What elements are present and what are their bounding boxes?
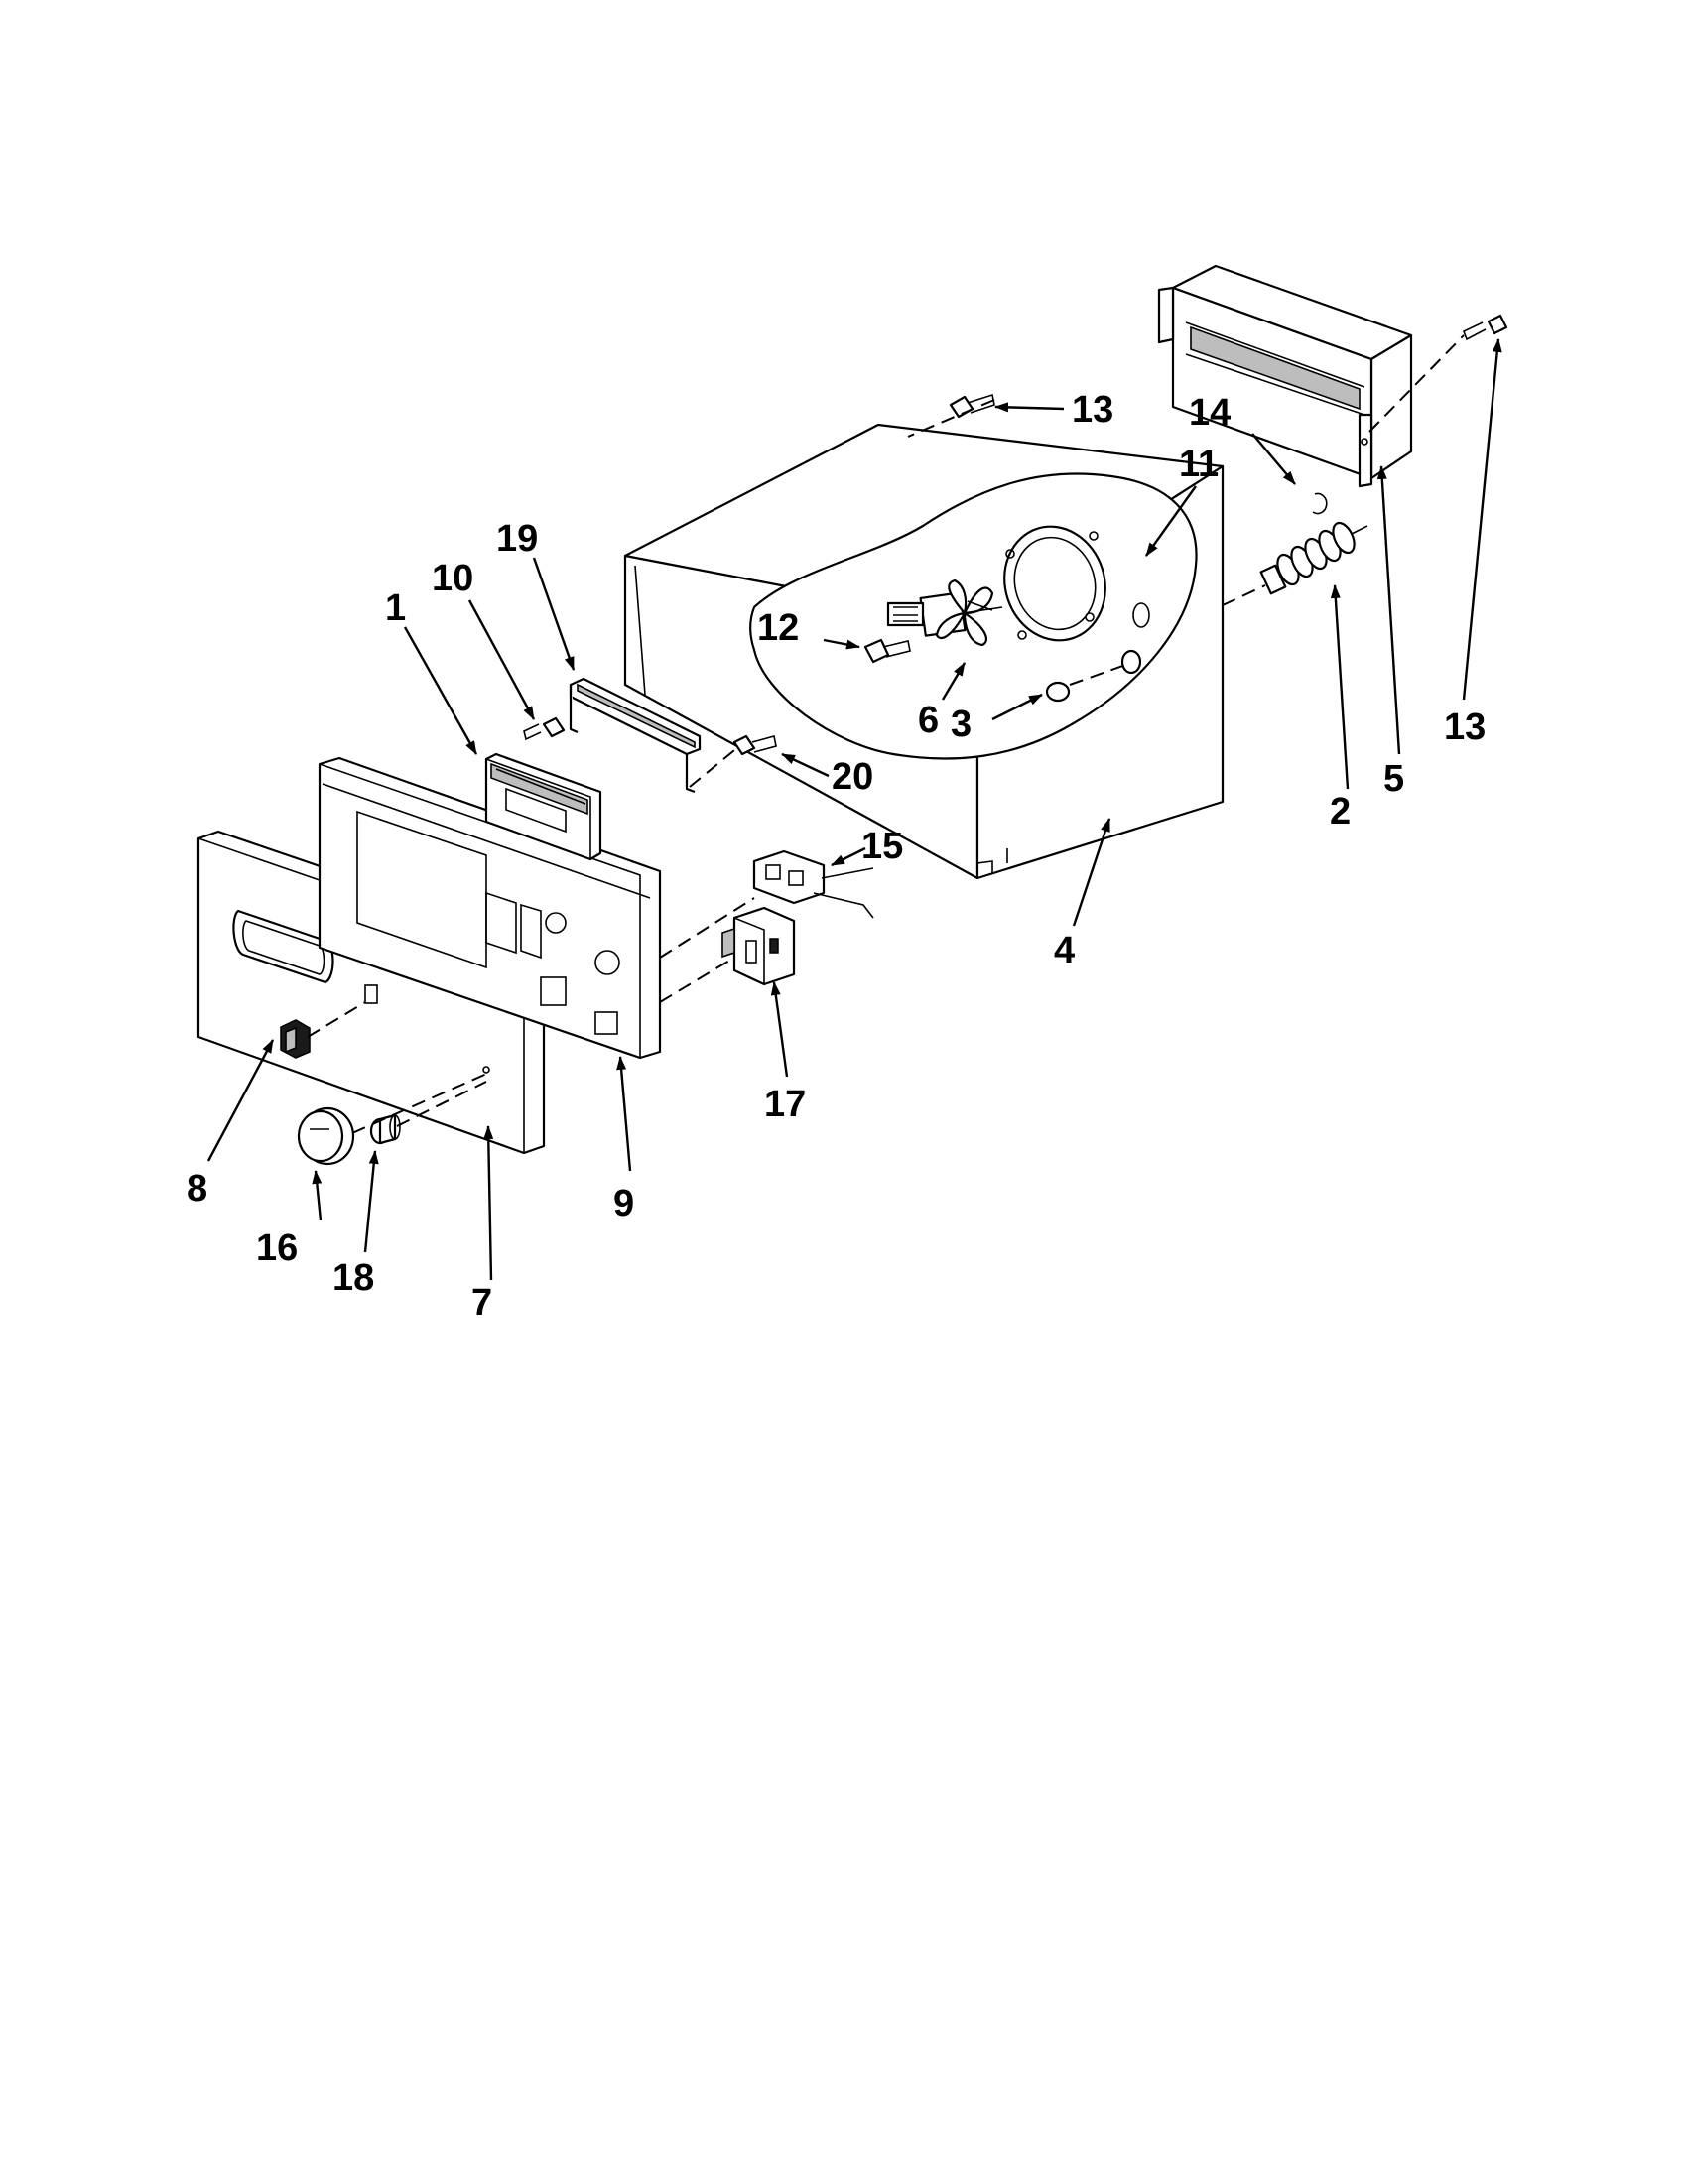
thermostat-part-15 [752,849,874,919]
screw-part-10 [523,716,566,741]
callout-4: 4 [1054,930,1075,971]
callout-labels: 1 2 3 4 5 6 7 8 9 10 11 12 13 13 14 15 1… [187,389,1486,1324]
callout-2: 2 [1330,791,1351,833]
leader-arrows [206,338,1502,1281]
callout-11: 11 [1179,444,1219,485]
switch-part-17 [721,906,796,986]
callout-15: 15 [861,826,903,867]
callout-3: 3 [951,704,972,745]
grommet-hole [1120,649,1142,675]
callout-12: 12 [757,607,799,649]
grommet-part-3 [1045,681,1071,703]
screw-part-20 [732,734,777,756]
callout-7: 7 [471,1282,492,1324]
callout-13-right: 13 [1444,707,1486,748]
heating-element-part-2 [1259,521,1368,595]
callout-18: 18 [332,1257,374,1299]
bracket-part-9 [318,756,662,1060]
callout-13-top: 13 [1072,389,1113,431]
callout-10: 10 [432,558,473,599]
screw-part-13-right [1462,314,1508,341]
callout-8: 8 [187,1168,207,1210]
callout-1: 1 [385,587,406,629]
housing-part-4 [623,423,1225,880]
callout-9: 9 [613,1183,634,1224]
fan-motor-part-6 [886,578,1003,647]
callout-16: 16 [256,1227,298,1269]
callout-19: 19 [496,518,538,560]
vent-cover-part-5 [1157,264,1413,488]
callout-6: 6 [918,700,939,741]
callout-17: 17 [764,1084,806,1125]
callout-5: 5 [1383,758,1404,800]
clip-part-14 [1312,492,1328,515]
assembly-lines [307,334,1465,1134]
rocker-switch-part-8 [280,1019,311,1059]
screw-part-13-left [949,393,995,419]
knob-part-16 [297,1106,355,1166]
callout-14: 14 [1189,392,1231,434]
display-board-part-1 [484,752,602,861]
plug-part-18 [369,1113,401,1145]
screw-part-12 [863,638,911,664]
callout-20: 20 [832,756,873,798]
rail-part-19 [569,677,702,794]
